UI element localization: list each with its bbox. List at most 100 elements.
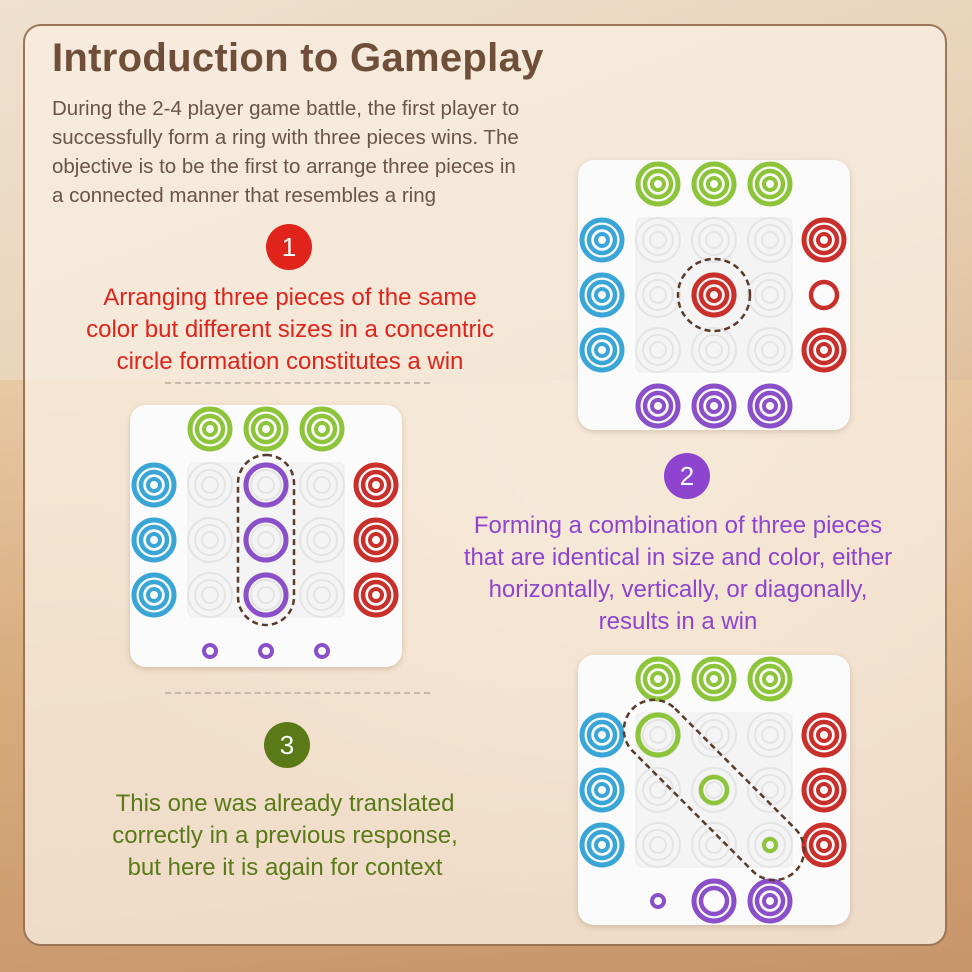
game-piece-ring	[801, 822, 847, 868]
game-piece-ring	[808, 334, 840, 366]
game-piece-ring	[698, 885, 730, 917]
game-piece-ring	[138, 579, 170, 611]
board-1-pieces	[579, 161, 847, 429]
game-piece-ring	[801, 712, 847, 758]
board-slot-ring	[649, 726, 667, 744]
board-slot-ring	[649, 231, 667, 249]
board-slot-ring	[754, 829, 786, 861]
rule-2-number-badge: 2	[664, 453, 710, 499]
game-piece-ring	[691, 161, 737, 207]
game-piece-ring	[138, 524, 170, 556]
game-piece-ring	[706, 398, 722, 414]
game-piece-ring	[650, 893, 666, 909]
game-piece-ring	[594, 837, 610, 853]
game-piece-ring	[586, 719, 618, 751]
game-piece-ring	[691, 383, 737, 429]
game-piece-ring	[258, 643, 274, 659]
board-slot-ring	[201, 476, 219, 494]
rule-2-line: that are identical in size and color, ei…	[463, 544, 893, 571]
game-piece-ring	[801, 767, 847, 813]
game-piece-ring	[258, 421, 274, 437]
board-slot-ring	[306, 524, 338, 556]
game-piece-ring	[650, 671, 666, 687]
board-slot-ring	[691, 712, 737, 758]
intro-line: During the 2-4 player game battle, the f…	[52, 97, 520, 120]
game-piece-ring	[642, 168, 674, 200]
game-piece-ring	[808, 719, 840, 751]
game-piece-ring	[146, 477, 162, 493]
game-piece-ring	[579, 822, 625, 868]
game-piece-ring	[762, 398, 778, 414]
board-slot-ring	[257, 531, 275, 549]
rule-3-text: This one was already translated correctl…	[40, 788, 530, 884]
rule-1-line: color but different sizes in a concentri…	[86, 316, 494, 343]
intro-line: objective is to be the first to arrange …	[52, 155, 516, 178]
game-piece-ring	[816, 342, 832, 358]
board-slot-ring	[698, 719, 730, 751]
game-piece-ring	[586, 334, 618, 366]
board-slot-ring	[698, 224, 730, 256]
game-piece-ring	[579, 217, 625, 263]
game-piece-ring	[635, 161, 681, 207]
board-slot-ring	[194, 469, 226, 501]
board-slot-ring	[747, 822, 793, 868]
game-piece-ring	[579, 272, 625, 318]
game-piece-ring	[194, 413, 226, 445]
rule-3-line: This one was already translated	[115, 790, 455, 817]
game-piece-ring	[353, 572, 399, 618]
board-3-pieces	[579, 656, 847, 924]
rule-1-line: Arranging three pieces of the same	[103, 284, 477, 311]
game-piece-ring	[243, 462, 289, 508]
board-slot-ring	[747, 712, 793, 758]
rule-2-line: Forming a combination of three pieces	[473, 512, 883, 539]
game-piece-ring	[368, 532, 384, 548]
board-slot-ring	[754, 279, 786, 311]
game-piece-ring	[579, 327, 625, 373]
board-slot-ring	[187, 572, 233, 618]
board-slot-ring	[754, 224, 786, 256]
rule-3-line: correctly in a previous response,	[112, 822, 458, 849]
game-piece-ring	[801, 327, 847, 373]
game-piece-ring	[808, 224, 840, 256]
game-piece-ring	[754, 885, 786, 917]
board-slot-ring	[649, 286, 667, 304]
game-piece-ring	[594, 287, 610, 303]
game-piece-ring	[635, 383, 681, 429]
game-piece-ring	[360, 579, 392, 611]
board-slot-ring	[635, 767, 681, 813]
board-slot-ring	[705, 341, 723, 359]
game-piece-ring	[131, 462, 177, 508]
rule-1-text: Arranging three pieces of the same color…	[50, 282, 530, 378]
winning-highlight-group	[622, 698, 806, 882]
board-slot-ring	[698, 334, 730, 366]
board-slot-ring	[257, 586, 275, 604]
board-slot-ring	[705, 726, 723, 744]
game-piece-ring	[816, 837, 832, 853]
board-slot-ring	[250, 469, 282, 501]
game-piece-ring	[754, 168, 786, 200]
game-piece-ring	[314, 643, 330, 659]
board-slot-ring	[306, 579, 338, 611]
board-slot-ring	[299, 462, 345, 508]
board-slot-ring	[642, 224, 674, 256]
board-2-pieces	[131, 406, 399, 659]
game-piece-ring	[202, 421, 218, 437]
game-piece-ring	[368, 477, 384, 493]
game-piece-ring	[691, 272, 737, 318]
rule-3-line: but here it is again for context	[127, 854, 443, 881]
game-piece-ring	[754, 390, 786, 422]
game-piece-ring	[747, 161, 793, 207]
game-piece-ring	[314, 421, 330, 437]
game-piece-ring	[586, 774, 618, 806]
board-slot-ring	[306, 469, 338, 501]
game-piece-ring	[594, 782, 610, 798]
game-piece-ring	[138, 469, 170, 501]
game-piece-ring	[594, 342, 610, 358]
game-piece-ring	[762, 176, 778, 192]
game-piece-ring	[586, 224, 618, 256]
board-slot-ring	[691, 822, 737, 868]
board-slot-ring	[705, 836, 723, 854]
board-slot-ring	[201, 586, 219, 604]
board-slot-ring	[642, 774, 674, 806]
game-piece-ring	[754, 663, 786, 695]
